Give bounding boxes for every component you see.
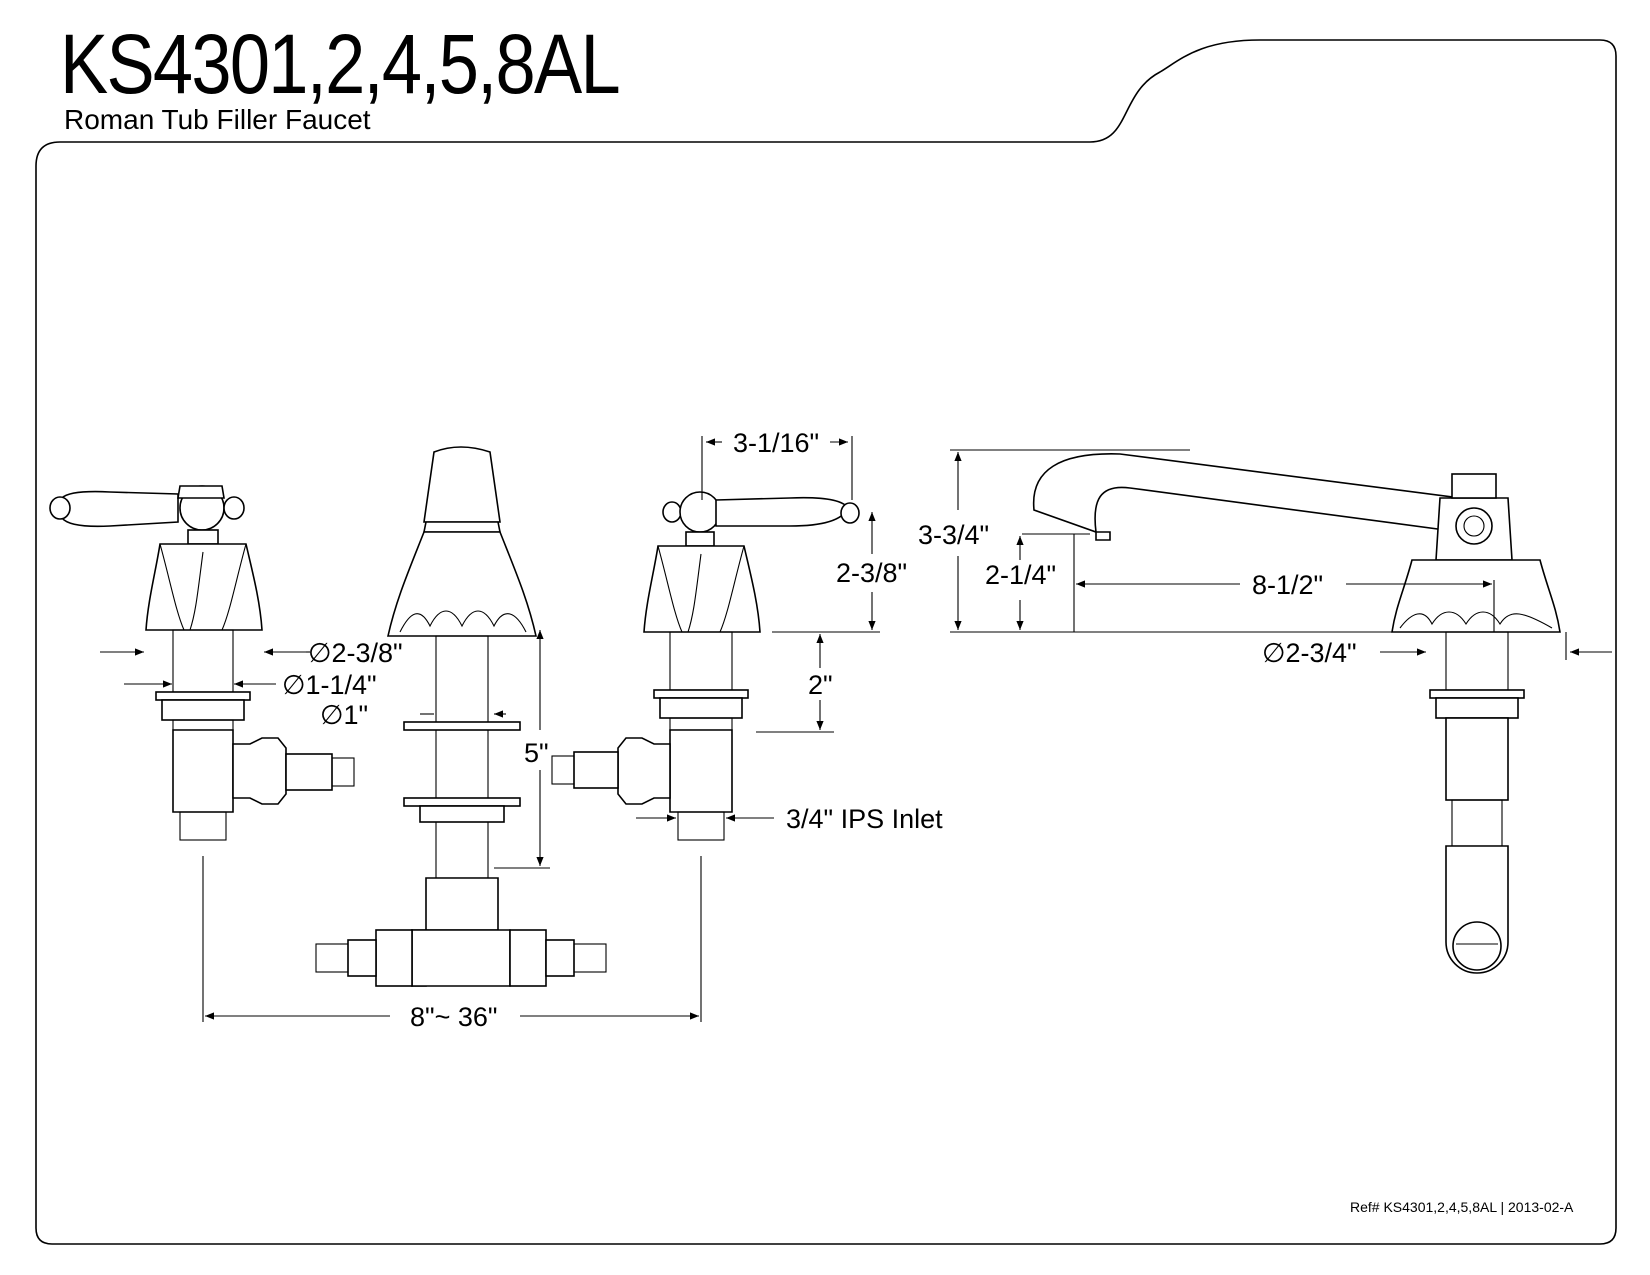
dim-shank-length: 5" — [524, 738, 549, 768]
dim-spout-clearance: 2-1/4" — [985, 560, 1056, 590]
sheet-frame — [35, 39, 1617, 1245]
spout-front-view — [315, 446, 607, 987]
product-name-subtitle: Roman Tub Filler Faucet — [64, 104, 371, 135]
dim-shank-diameter: ∅1-1/4" — [282, 670, 377, 700]
dim-overall-height: 3-3/4" — [918, 520, 989, 550]
dim-valve-shank-length: 2" — [808, 670, 833, 700]
right-valve-side-view — [551, 491, 860, 841]
spout-side-view — [1032, 453, 1561, 974]
dim-spout-width: 3-1/16" — [733, 428, 819, 458]
dim-flange-diameter: ∅2-3/8" — [308, 638, 403, 668]
dim-center-spread: 8"~ 36" — [410, 1002, 498, 1032]
dim-spout-base-diameter: ∅2-3/4" — [1262, 638, 1357, 668]
dim-spout-shank-diameter: ∅1" — [320, 700, 368, 730]
dim-valve-height: 2-3/8" — [836, 558, 907, 588]
dim-spout-reach: 8-1/2" — [1252, 570, 1323, 600]
model-number-title: KS4301,2,4,5,8AL — [60, 17, 621, 111]
reference-note: Ref# KS4301,2,4,5,8AL | 2013-02-A — [1350, 1199, 1574, 1215]
dim-inlet: 3/4" IPS Inlet — [786, 804, 943, 834]
left-valve-side-view — [49, 485, 355, 841]
